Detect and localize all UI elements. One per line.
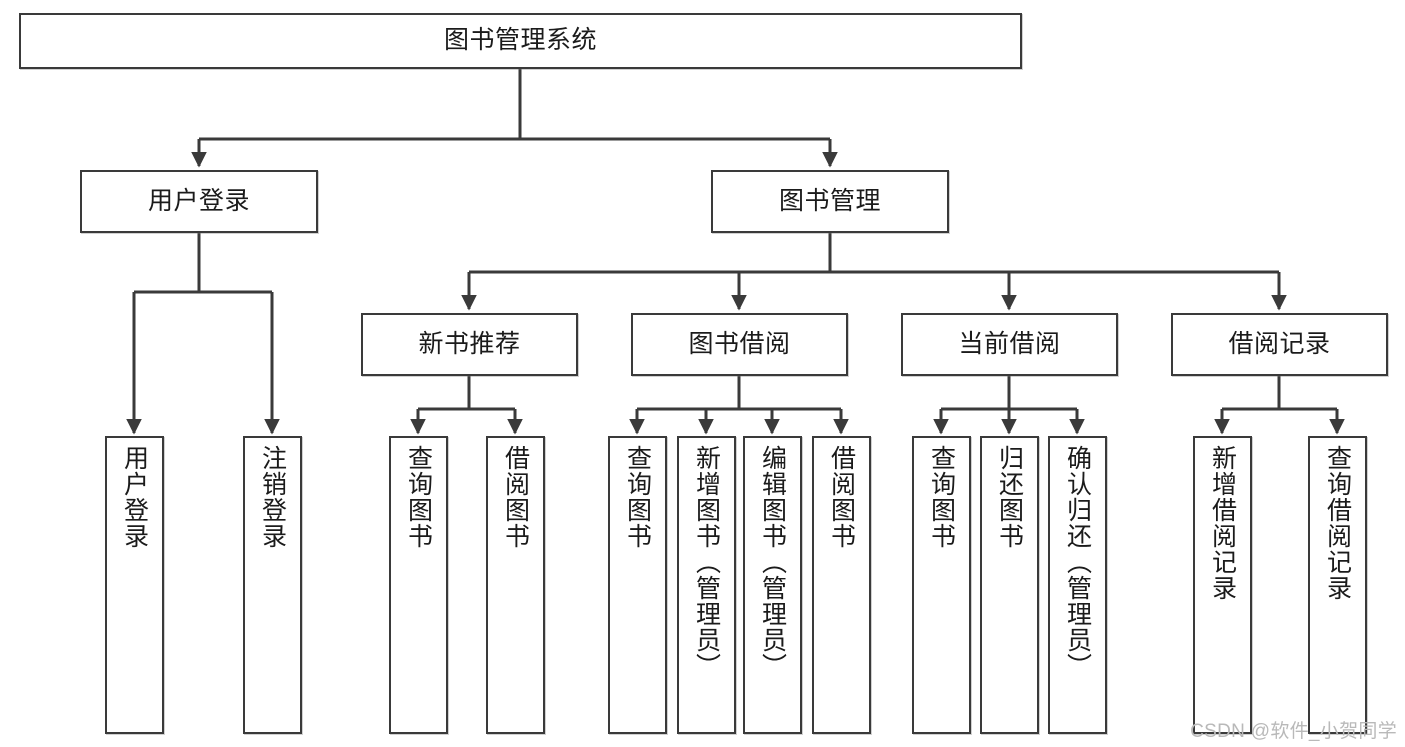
node-label: 图书借阅 xyxy=(688,329,791,358)
node-label: 借阅图书 xyxy=(501,445,530,549)
node-root-book-management-system[interactable]: 图书管理系统 xyxy=(19,13,1022,69)
node-label: 查询图书 xyxy=(404,445,433,549)
node-leaf-borrow-book-borrow[interactable]: 借阅图书 xyxy=(812,436,871,734)
node-leaf-return-book[interactable]: 归还图书 xyxy=(980,436,1039,734)
node-label: 图书管理系统 xyxy=(443,26,597,55)
node-label: 编辑图书（管理员） xyxy=(758,445,787,679)
node-label: 借阅记录 xyxy=(1228,329,1331,358)
node-leaf-borrow-book-recommend[interactable]: 借阅图书 xyxy=(486,436,545,734)
node-leaf-query-borrow-record[interactable]: 查询借阅记录 xyxy=(1308,436,1367,734)
node-label: 新书推荐 xyxy=(418,329,521,358)
node-new-book-recommend[interactable]: 新书推荐 xyxy=(361,313,578,376)
node-leaf-query-book-current[interactable]: 查询图书 xyxy=(912,436,971,734)
node-book-borrow[interactable]: 图书借阅 xyxy=(631,313,848,376)
node-label: 注销登录 xyxy=(258,445,287,549)
node-leaf-add-borrow-record[interactable]: 新增借阅记录 xyxy=(1193,436,1252,734)
node-label: 新增借阅记录 xyxy=(1208,445,1237,601)
node-leaf-query-book-recommend[interactable]: 查询图书 xyxy=(389,436,448,734)
node-leaf-add-book-admin[interactable]: 新增图书（管理员） xyxy=(677,436,736,734)
node-label: 图书管理 xyxy=(778,186,881,215)
node-leaf-logout-login[interactable]: 注销登录 xyxy=(243,436,302,734)
node-leaf-confirm-return-admin[interactable]: 确认归还（管理员） xyxy=(1048,436,1107,734)
node-label: 新增图书（管理员） xyxy=(692,445,721,679)
node-label: 归还图书 xyxy=(995,445,1024,549)
node-user-login[interactable]: 用户登录 xyxy=(80,170,318,233)
node-label: 当前借阅 xyxy=(958,329,1061,358)
node-label: 查询图书 xyxy=(623,445,652,549)
node-leaf-edit-book-admin[interactable]: 编辑图书（管理员） xyxy=(743,436,802,734)
node-label: 查询图书 xyxy=(927,445,956,549)
csdn-watermark: CSDN @软件_小贺同学 xyxy=(1190,721,1397,742)
node-leaf-query-book-borrow[interactable]: 查询图书 xyxy=(608,436,667,734)
node-label: 查询借阅记录 xyxy=(1323,445,1352,601)
node-book-management[interactable]: 图书管理 xyxy=(711,170,949,233)
node-current-borrow[interactable]: 当前借阅 xyxy=(901,313,1118,376)
node-label: 用户登录 xyxy=(147,186,250,215)
node-label: 借阅图书 xyxy=(827,445,856,549)
node-leaf-user-login[interactable]: 用户登录 xyxy=(105,436,164,734)
node-borrow-record[interactable]: 借阅记录 xyxy=(1171,313,1388,376)
node-label: 用户登录 xyxy=(120,445,149,549)
node-label: 确认归还（管理员） xyxy=(1063,445,1092,679)
